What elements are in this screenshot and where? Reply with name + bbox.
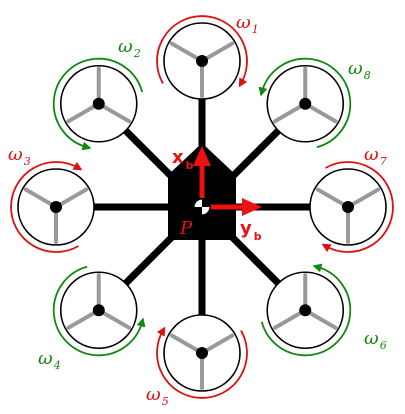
rotation-arrow-icon xyxy=(156,326,248,399)
x-axis-arrow-icon xyxy=(193,146,211,198)
rotor-7: ω7 xyxy=(309,144,394,253)
rotor-hub xyxy=(50,201,62,213)
rotor-hub xyxy=(299,304,312,317)
rotor-hub xyxy=(92,304,105,317)
rotation-arrow-icon xyxy=(258,57,352,149)
rotor-hub xyxy=(196,55,208,67)
rotor-hub xyxy=(299,97,312,110)
rotors: ω1 ω2 ω3 ω4 ω5 ω6 ω7 ω8 xyxy=(8,12,394,408)
rotor-8: ω8 xyxy=(258,57,371,149)
rotor-hub xyxy=(342,201,354,213)
rotor-speed-label-6: ω6 xyxy=(364,328,387,352)
rotation-arrow-icon xyxy=(52,265,146,357)
rotor-hub xyxy=(92,97,105,110)
y-axis-arrow-icon xyxy=(211,198,262,216)
rotation-arrow-icon xyxy=(52,57,144,151)
rotor-3: ω3 xyxy=(8,144,95,253)
rotor-hub xyxy=(196,347,208,359)
rotor-speed-label-2: ω2 xyxy=(118,36,141,60)
origin-label: P xyxy=(179,218,193,239)
rotation-arrow-icon xyxy=(156,15,248,88)
rotor-5: ω5 xyxy=(146,314,248,408)
rotation-arrow-icon xyxy=(321,161,394,253)
rotor-speed-label-7: ω7 xyxy=(364,144,387,168)
rotor-speed-label-1: ω1 xyxy=(236,12,259,36)
rotor-speed-label-3: ω3 xyxy=(8,144,31,168)
rotor-speed-label-4: ω4 xyxy=(38,348,61,372)
rotor-4: ω4 xyxy=(38,265,146,372)
rotation-arrow-icon xyxy=(260,263,352,357)
rotor-6: ω6 xyxy=(260,263,387,357)
rotor-2: ω2 xyxy=(52,36,144,151)
rotation-arrow-icon xyxy=(10,161,83,253)
rotor-1: ω1 xyxy=(156,12,259,100)
central-body xyxy=(168,143,262,240)
rotor-speed-label-5: ω5 xyxy=(146,384,169,408)
rotor-speed-label-8: ω8 xyxy=(348,58,371,82)
center-of-gravity-icon xyxy=(193,198,211,216)
